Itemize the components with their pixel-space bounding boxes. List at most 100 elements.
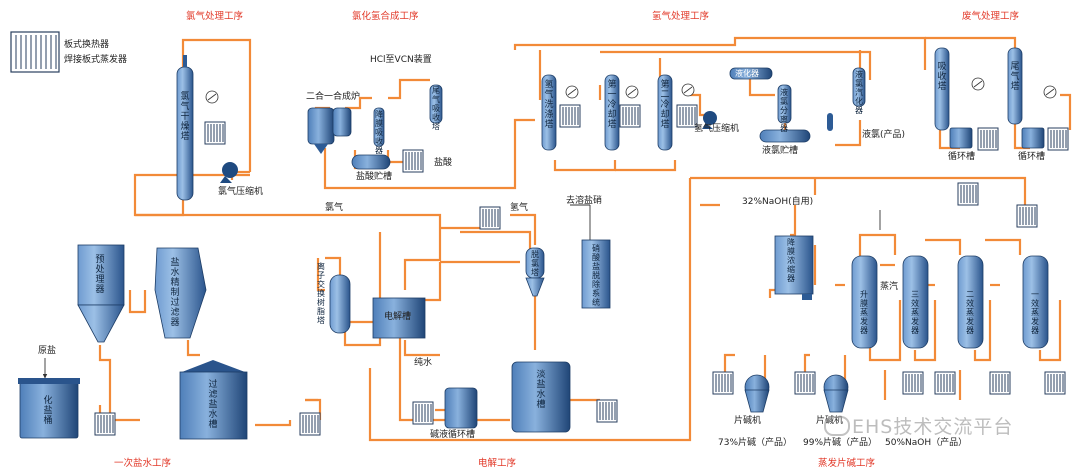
section-hydrogen-treatment: 氢气处理工序 [652, 11, 710, 22]
plate-heat-exchanger-icon [989, 371, 1011, 395]
label-evaporator-3: 三效蒸发器 [911, 290, 919, 335]
plate-heat-exchanger-icon [559, 104, 581, 128]
stream-chlorine-gas: 氯气 [325, 203, 344, 213]
pressure-gauge-icon [565, 85, 579, 99]
plate-heat-exchanger-icon [1047, 127, 1069, 151]
label-liquefier: 液化器 [735, 69, 759, 78]
plate-heat-exchanger-icon [204, 121, 226, 145]
plate-heat-exchanger-icon [1016, 204, 1038, 228]
product-73-flake: 73%片碱（产品） [718, 438, 793, 448]
first-cooler [604, 74, 620, 151]
legend-item-welded-evaporator: 焊接板式蒸发器 [64, 55, 128, 65]
label-dissolver: 化盐桶 [43, 396, 53, 426]
waste-absorber-1 [934, 47, 950, 131]
hydrogen-compressor [702, 111, 717, 129]
plate-heat-exchanger-icon [794, 371, 816, 395]
plate-heat-exchanger-icon [402, 149, 424, 173]
liquid-chlorine-tank [759, 129, 811, 143]
pressure-gauge-icon [205, 90, 219, 104]
pressure-gauge-icon [1043, 85, 1057, 99]
product-50-naoh: 50%NaOH（产品） [885, 438, 968, 448]
label-filtered-brine: 过滤盐水槽 [208, 380, 218, 430]
product-99-flake: 99%片碱（产品） [803, 438, 878, 448]
evaporator-4 [851, 255, 878, 349]
caustic-loop-tank [444, 387, 478, 429]
brine-filter [154, 247, 207, 339]
plate-heat-exchanger-icon [934, 371, 956, 395]
label-evaporator-4: 升膜蒸发器 [860, 290, 868, 335]
label-dechlorination: 脱氯塔 [531, 250, 539, 277]
flaker-1 [744, 374, 770, 413]
stream-naoh-32: 32%NaOH(自用) [742, 197, 814, 207]
dilute-brine-tank [511, 361, 571, 433]
pressure-gauge-icon [625, 85, 639, 99]
label-pretreater: 预处理器 [95, 255, 105, 295]
plate-heat-exchanger-icon [1044, 371, 1066, 395]
ion-exchange-tower [329, 274, 351, 334]
label-loop-tank-2: 循环槽 [1018, 152, 1046, 162]
label-dilute-brine: 淡盐水槽 [536, 370, 546, 410]
label-combined-furnace: 二合一合成炉 [306, 92, 361, 102]
stream-remove-nitrate: 去溶盐硝 [566, 196, 603, 206]
stream-liquid-chlorine-product: 液氯(产品) [862, 130, 906, 140]
film-concentrator [774, 235, 814, 300]
label-flaker-1: 片碱机 [734, 416, 762, 426]
label-absorber-1: 吸收塔 [937, 62, 947, 92]
plate-heat-exchanger-icon [412, 401, 434, 425]
label-absorber-2: 尾气塔 [1010, 62, 1020, 92]
plate-heat-exchanger-icon [596, 399, 618, 423]
plate-heat-exchanger-icon [479, 206, 501, 230]
label-evaporator-1: 一效蒸发器 [1031, 290, 1039, 335]
electrolysis-cell [372, 297, 426, 339]
tail-gas-absorber [429, 84, 443, 124]
liquid-chlorine-vaporizer [852, 67, 866, 107]
chlorine-dry-tower [176, 55, 194, 201]
label-vaporizer: 液氯汽化器 [855, 70, 863, 115]
label-electrolysis-cell: 电解槽 [384, 312, 412, 322]
plate-heat-exchanger-icon [712, 371, 734, 395]
legend-item-plate-hx: 板式换热器 [64, 40, 110, 50]
label-tail-absorber: 尾气吸收塔 [432, 86, 440, 131]
annotation-arrows [42, 204, 881, 379]
plate-heat-exchanger-icon [299, 412, 321, 436]
film-absorber [373, 107, 385, 147]
evaporator-3 [902, 255, 929, 349]
label-liquid-tank: 液氯贮槽 [762, 146, 799, 156]
liquefier [729, 67, 773, 80]
label-first-cooler: 第一冷却塔 [607, 80, 617, 130]
stream-hydrochloric-acid: 盐酸 [434, 158, 453, 168]
stream-pure-water: 纯水 [414, 358, 433, 368]
stream-hydrogen-gas: 氢气 [510, 203, 529, 213]
plate-heat-exchanger-icon [957, 182, 979, 206]
label-liquid-separator: 液氯分离器 [780, 88, 788, 133]
section-electrolysis: 电解工序 [478, 458, 517, 469]
small-pump [827, 113, 833, 131]
watermark: EHS技术交流平台 [852, 416, 1014, 438]
filtered-brine-tank [179, 360, 248, 440]
stream-hcl-to-vcm: HCl至VCN装置 [370, 55, 432, 65]
liquid-chlorine-separator [777, 84, 792, 124]
legend-heat-exchanger-icon [10, 31, 60, 73]
label-caustic-loop: 碱液循环槽 [430, 430, 476, 440]
second-cooler [657, 74, 673, 151]
label-film-absorber: 降膜吸收器 [375, 110, 383, 155]
label-hcl-storage: 盐酸贮槽 [356, 172, 393, 182]
section-primary-brine: 一次盐水工序 [114, 458, 172, 469]
pressure-gauge-icon [971, 77, 985, 91]
stream-raw-salt: 原盐 [38, 346, 57, 356]
chlorine-compressor [220, 162, 238, 183]
combined-synthesis-furnace [307, 107, 352, 154]
label-ion-exchange: 离子交换树脂塔 [317, 262, 325, 325]
label-sulfate-removal: 硝酸盐脱除系统 [592, 244, 600, 307]
label-evaporator-2: 二效蒸发器 [966, 290, 974, 335]
label-hydrogen-compressor: 氢气压缩机 [694, 124, 740, 134]
label-chlorine-compressor: 氯气压缩机 [218, 187, 264, 197]
plate-heat-exchanger-icon [619, 104, 641, 128]
section-waste-gas: 废气处理工序 [962, 11, 1020, 22]
section-evaporation-flake: 蒸发片碱工序 [818, 458, 876, 469]
waste-absorber-2 [1007, 47, 1023, 125]
plate-heat-exchanger-icon [902, 371, 924, 395]
section-hcl-synthesis: 氯化氢合成工序 [352, 11, 419, 22]
loop-tank-1 [949, 127, 973, 149]
